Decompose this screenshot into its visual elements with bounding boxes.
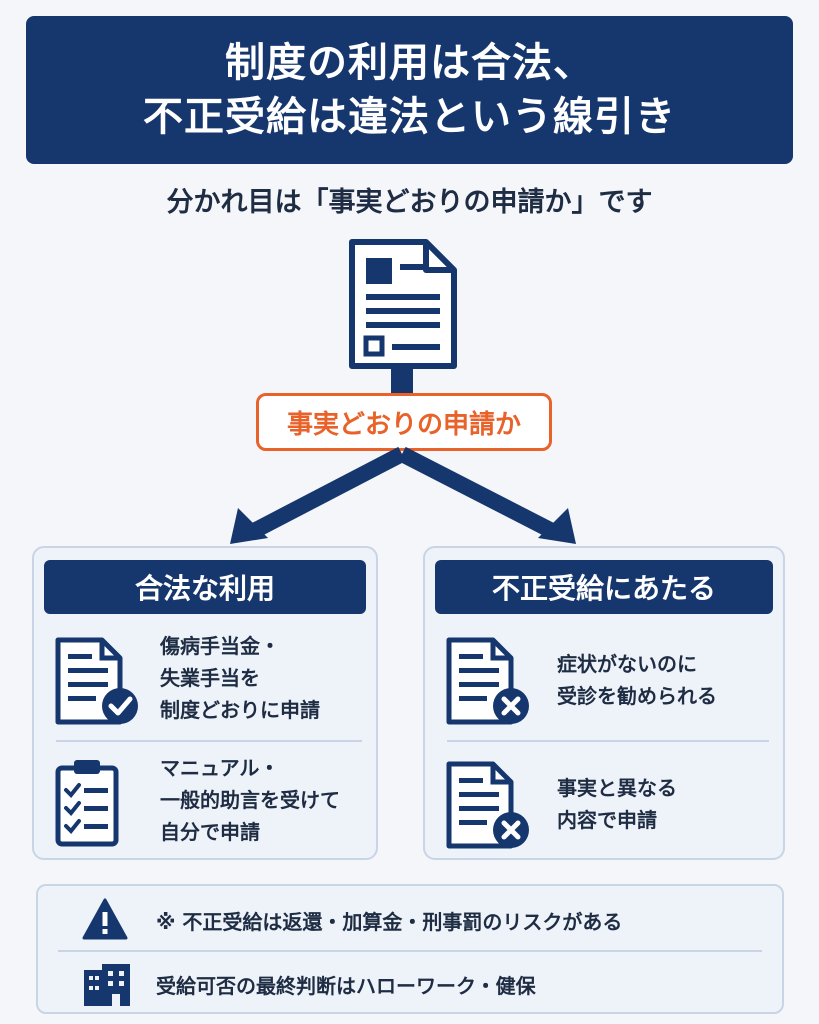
left-arrowhead bbox=[230, 508, 268, 544]
authority-text: 受給可否の最終判断はハローワーク・健保 bbox=[156, 974, 536, 998]
decision-box: 事実どおりの申請か bbox=[256, 393, 552, 451]
fraud-header: 不正受給にあたる bbox=[435, 560, 773, 614]
document-cross-icon bbox=[446, 761, 529, 849]
warning-text: ※ 不正受給は返還・加算金・刑事罰のリスクがある bbox=[156, 910, 623, 934]
warning-icon bbox=[82, 898, 128, 940]
right-arrowhead bbox=[538, 508, 576, 544]
fraud-divider bbox=[447, 740, 769, 742]
legal-divider bbox=[56, 740, 362, 742]
building-icon bbox=[84, 964, 130, 1006]
legal-item-2-text: マニュアル・ 一般的助言を受けて 自分で申請 bbox=[160, 756, 340, 844]
notice-divider bbox=[58, 950, 762, 952]
fraud-panel: 不正受給にあたる 症状がないのに 受診を勧められる 事実と異なる 内容で申請 bbox=[423, 546, 785, 860]
notice-box: ※ 不正受給は返還・加算金・刑事罰のリスクがある 受給可否の最終判断はハローワー… bbox=[36, 884, 784, 1014]
subtitle: 分かれ目は「事実どおりの申請か」です bbox=[166, 187, 653, 218]
fraud-item-2: 事実と異なる 内容で申請 bbox=[425, 752, 783, 862]
checklist-clipboard-icon bbox=[55, 760, 119, 847]
document-cross-icon bbox=[446, 637, 529, 725]
legal-item-2: マニュアル・ 一般的助言を受けて 自分で申請 bbox=[34, 750, 376, 860]
legal-use-header: 合法な利用 bbox=[44, 560, 366, 614]
legal-item-1-text: 傷病手当金・ 失業手当を 制度どおりに申請 bbox=[160, 634, 320, 722]
title-banner: 制度の利用は合法、 不正受給は違法という線引き bbox=[26, 16, 793, 164]
connector-stem bbox=[391, 366, 413, 396]
document-check-icon bbox=[55, 637, 138, 725]
warning-row: ※ 不正受給は返還・加算金・刑事罰のリスクがある bbox=[38, 892, 782, 948]
branch-arrows bbox=[230, 446, 576, 544]
title-line-2: 不正受給は違法という線引き bbox=[143, 94, 676, 140]
fraud-item-2-text: 事実と異なる 内容で申請 bbox=[557, 776, 677, 832]
authority-row: 受給可否の最終判断はハローワーク・健保 bbox=[38, 956, 782, 1012]
fraud-item-1: 症状がないのに 受診を勧められる bbox=[425, 628, 783, 738]
application-document-icon bbox=[349, 239, 457, 369]
title-line-1: 制度の利用は合法、 bbox=[225, 40, 594, 86]
legal-use-panel: 合法な利用 傷病手当金・ 失業手当を 制度どおりに申請 マニュアル・ 一般的助言… bbox=[32, 546, 378, 860]
legal-item-1: 傷病手当金・ 失業手当を 制度どおりに申請 bbox=[34, 628, 376, 738]
fraud-item-1-text: 症状がないのに 受診を勧められる bbox=[557, 652, 717, 708]
